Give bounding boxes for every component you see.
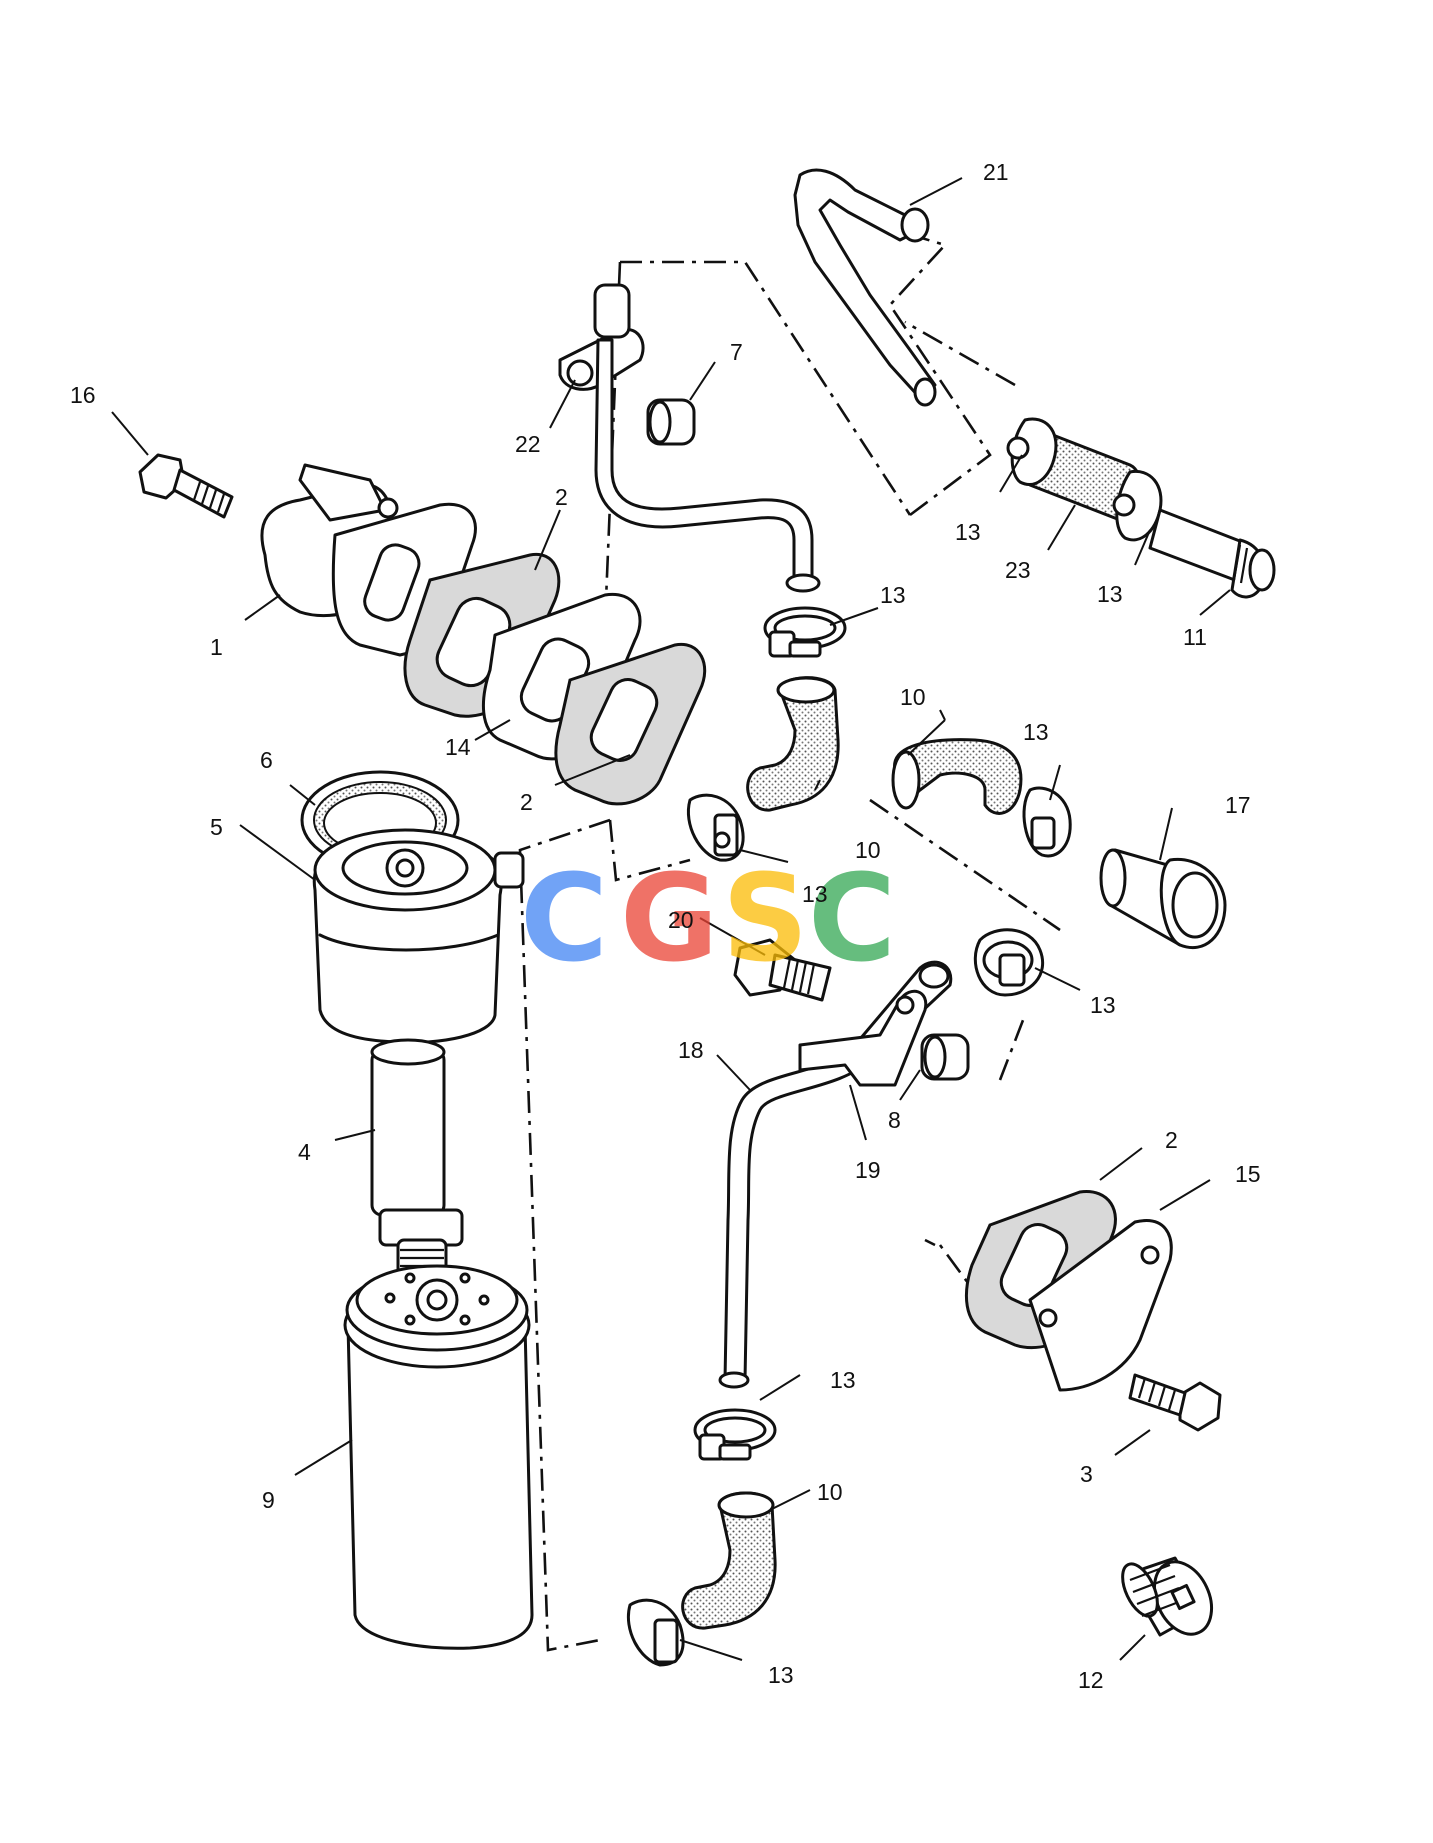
clamp-13-d (973, 928, 1044, 997)
clamp-13-e (693, 1408, 777, 1461)
plug-12 (1121, 1556, 1214, 1637)
grommet-7 (646, 398, 696, 446)
cgsc-watermark: C G S C (520, 850, 896, 989)
callout-9: 9 (262, 1487, 275, 1513)
callout-13-upper-pipe: 13 (880, 582, 906, 608)
callout-17: 17 (1225, 792, 1251, 818)
callout-13-left-elbow: 13 (802, 881, 828, 907)
callout-6: 6 (260, 747, 273, 773)
callout-21: 21 (983, 159, 1009, 185)
callout-10-lower: 10 (817, 1479, 843, 1505)
bracket-19 (798, 989, 928, 1087)
callout-13-right-elbow: 13 (1023, 719, 1049, 745)
clamp-13-hose-left (1006, 417, 1058, 486)
callout-5: 5 (210, 814, 223, 840)
watermark-letter-g: G (620, 850, 719, 989)
clamp-13-c (1022, 786, 1072, 858)
filter-head-5 (312, 828, 525, 1044)
banjo-bolt-20 (733, 938, 832, 1002)
callout-1: 1 (210, 634, 223, 660)
upper-rigid-pipe (594, 338, 821, 593)
connector-11 (1148, 508, 1276, 599)
callout-15: 15 (1235, 1161, 1261, 1187)
grommet-8 (920, 1033, 970, 1081)
bolt-16 (138, 453, 234, 519)
threaded-stud-4 (370, 1038, 464, 1278)
watermark-letter-s: S (722, 850, 808, 989)
callout-4: 4 (298, 1139, 311, 1165)
watermark-letter-c1: C (520, 850, 608, 989)
callout-14: 14 (445, 734, 471, 760)
callout-19: 19 (855, 1157, 881, 1183)
oil-filter-9 (343, 1264, 534, 1650)
callout-8: 8 (888, 1107, 901, 1133)
callout-13-lower-pipe: 13 (830, 1367, 856, 1393)
blanking-plate-15 (1028, 1219, 1173, 1392)
clamp-13-a (763, 606, 847, 658)
callout-7: 7 (730, 339, 743, 365)
callout-13-middle: 13 (1090, 992, 1116, 1018)
clamp-13-hose-right (1112, 469, 1163, 542)
callout-2-right: 2 (1165, 1127, 1178, 1153)
callout-2-lower: 2 (520, 789, 533, 815)
callout-16: 16 (70, 382, 96, 408)
hose-elbow-10-right (891, 738, 1023, 815)
breather-hose-21 (793, 168, 937, 407)
gasket-2-lower (554, 642, 707, 806)
callout-10-upper: 10 (855, 837, 881, 863)
callout-12: 12 (1078, 1667, 1104, 1693)
callout-2-upper: 2 (555, 484, 568, 510)
callout-labels: 16 1 2 14 2 6 5 4 9 22 7 21 13 23 13 11 … (70, 159, 1261, 1693)
bolt-3 (1128, 1373, 1222, 1432)
callout-13-hose-right: 13 (1097, 581, 1123, 607)
callout-18: 18 (678, 1037, 704, 1063)
callout-11: 11 (1183, 624, 1207, 650)
union-17 (1099, 848, 1227, 950)
callout-10-right: 10 (900, 684, 926, 710)
hose-elbow-10-upper (746, 676, 840, 812)
clamp-13-b (687, 793, 745, 862)
callout-13-hose-left: 13 (955, 519, 981, 545)
leader-lines (111, 177, 1231, 1661)
watermark-letter-c2: C (808, 850, 896, 989)
callout-3: 3 (1080, 1461, 1093, 1487)
callout-22: 22 (515, 431, 541, 457)
callout-20: 20 (668, 907, 694, 933)
hose-elbow-10-lower (681, 1491, 777, 1630)
callout-13-bottom: 13 (768, 1662, 794, 1688)
callout-23: 23 (1005, 557, 1031, 583)
clamp-13-f (627, 1598, 685, 1667)
